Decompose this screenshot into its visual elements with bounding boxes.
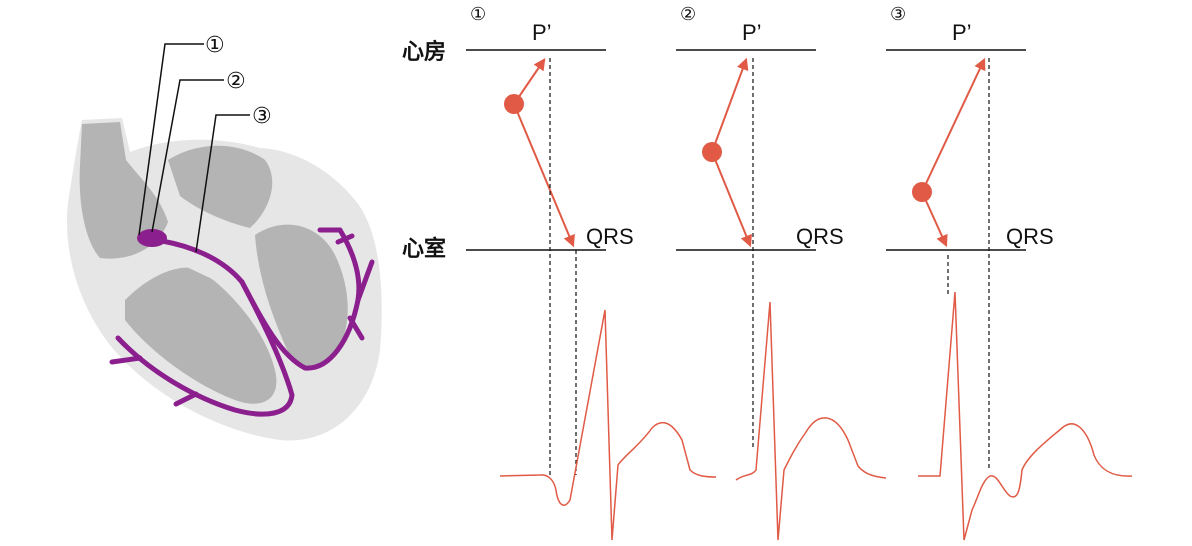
panel-3-ecg-trace (918, 291, 1133, 541)
panel-3: ③ P’ QRS (886, 4, 1133, 541)
callout-leader-2 (151, 79, 224, 233)
purkinje-fiber-4 (109, 355, 143, 365)
panel-1-junctional-focus (504, 94, 524, 114)
panel-2-retrograde-arrow (711, 57, 749, 153)
septum (176, 255, 282, 355)
panel-1-antegrade-arrow (513, 103, 575, 248)
conduction-system (109, 227, 375, 417)
panel-2: ② P’ QRS (676, 4, 887, 541)
panel-3-junctional-focus (912, 182, 932, 202)
callout-leader-1 (138, 43, 204, 236)
purkinje-fiber-1 (355, 259, 375, 303)
right-atrium (79, 122, 168, 259)
callout-leader-3 (195, 114, 250, 253)
panel-2-antegrade-arrow (711, 151, 752, 248)
panel-2-p-label: P’ (742, 20, 762, 45)
panel-1: ① P’ QRS (466, 4, 717, 541)
left-ventricle (255, 224, 348, 368)
right-bundle-branch (115, 279, 295, 417)
panel-1-ecg-trace (499, 309, 717, 541)
panel-2-number: ② (680, 4, 696, 25)
atrium-label: 心房 (402, 39, 446, 65)
his-bundle (159, 238, 245, 285)
callout-1: ① (205, 33, 225, 58)
right-ventricle (125, 267, 277, 404)
callout-leaders (138, 43, 250, 253)
panel-3-qrs-label: QRS (1006, 224, 1054, 249)
purkinje-fiber-6 (173, 391, 199, 407)
panel-1-p-label: P’ (532, 20, 552, 45)
panel-2-ecg-trace (735, 301, 887, 541)
panel-3-number: ③ (890, 4, 906, 25)
callout-3: ③ (252, 104, 272, 129)
left-atrium (168, 145, 273, 228)
purkinje-fiber-5 (335, 233, 355, 245)
ventricle-label: 心室 (402, 236, 446, 262)
purkinje-fiber-2 (347, 315, 365, 341)
left-bundle-branch (239, 227, 362, 371)
panel-2-qrs-label: QRS (796, 224, 844, 249)
panel-3-retrograde-arrow (921, 57, 986, 193)
callout-2: ② (226, 69, 246, 94)
panel-3-p-label: P’ (952, 20, 972, 45)
panel-1-qrs-label: QRS (586, 224, 634, 249)
panel-2-junctional-focus (702, 142, 722, 162)
av-node (137, 229, 167, 247)
panel-1-number: ① (470, 4, 486, 25)
heart-illustration: ① ② ③ (66, 33, 382, 441)
